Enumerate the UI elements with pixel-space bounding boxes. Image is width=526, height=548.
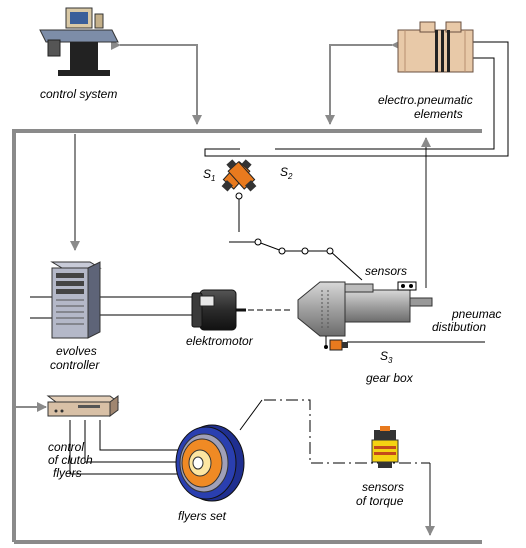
s1-label: S1 (203, 167, 215, 183)
electro-pneumatic-label-line1: electro.pneumatic (378, 93, 473, 107)
control-clutch-label-line2: of clutch (48, 453, 93, 467)
electro-pneumatic-link (325, 40, 401, 125)
gray-connectors (16, 40, 435, 536)
sensors-torque-label-line1: sensors (362, 480, 404, 494)
torque-sensor-icon (371, 426, 399, 468)
switch-chain (254, 238, 334, 255)
s2-sensor-icon (226, 159, 257, 192)
control-clutch-label-line1: control (48, 440, 84, 454)
torque-dashdot (264, 399, 430, 464)
clutch-wire-1 (99, 420, 205, 451)
sensors-torque-label-line2: of torque (356, 494, 404, 508)
evolves-label-line2: controller (50, 358, 100, 372)
evolves-label-line1: evolves (56, 344, 97, 358)
bus-lines (12, 129, 482, 544)
gearbox-sensor-switch (397, 281, 417, 291)
switch-wire (229, 196, 363, 281)
s2-label: S2 (280, 165, 293, 181)
clutch-wire-3 (69, 420, 205, 475)
controller-box-icon (46, 395, 120, 417)
electro-pneumatic-label-line2: elements (414, 107, 463, 121)
flywheel-icon (175, 399, 263, 502)
pneumac-label-line1: pneumac (451, 307, 501, 321)
clutch-wire-2 (84, 420, 205, 463)
flyers-set-label: flyers set (178, 509, 227, 523)
server-tower-icon (50, 261, 102, 339)
pneumatic-wire-inner (275, 57, 495, 150)
elektromotor-label: elektromotor (186, 334, 254, 348)
computer-workstation-icon (39, 7, 119, 76)
pneumac-label-line2: distibution (432, 320, 486, 334)
control-clutch-label-line3: flyers (53, 466, 82, 480)
control-system-link (111, 40, 202, 125)
s3-sensor-icon (324, 336, 348, 351)
valve-block-icon (397, 21, 474, 73)
sensors-label: sensors (365, 264, 407, 278)
s3-label: S3 (380, 349, 393, 365)
electric-motor-icon (191, 289, 290, 331)
control-system-label: control system (40, 87, 117, 101)
pneumatic-wire-outer (204, 41, 509, 157)
gear-box-label: gear box (366, 371, 414, 385)
gearbox-icon (297, 281, 433, 337)
